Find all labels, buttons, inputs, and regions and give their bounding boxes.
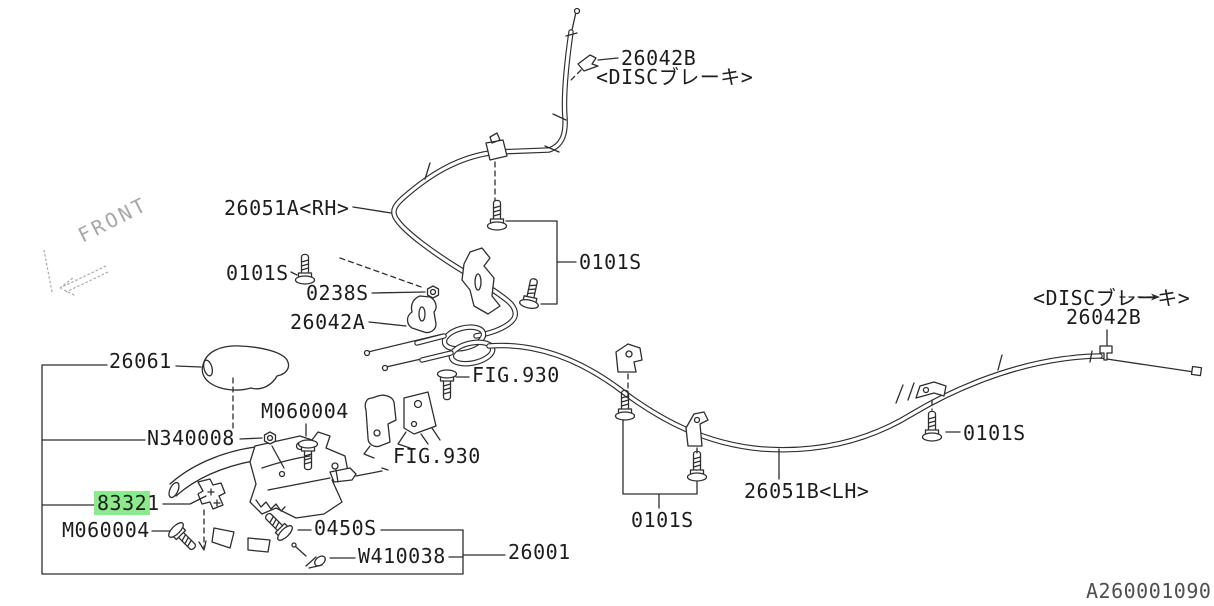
part-label-26042b-top[interactable]: 26042B: [621, 46, 697, 70]
fig-ref-upper[interactable]: FIG.930: [472, 363, 560, 387]
lh-cable: [486, 342, 1203, 453]
lever-26001: [168, 431, 389, 553]
part-note-disc-top: <DISCブレーキ>: [596, 65, 754, 89]
clamp-and-nut: [339, 257, 440, 334]
switch-83321: [41, 478, 226, 551]
cable-clip-right: [1099, 293, 1160, 361]
part-label-m060004-bottom[interactable]: M060004: [62, 518, 150, 542]
part-label-0238s[interactable]: 0238S: [306, 281, 369, 305]
part-label-n340008[interactable]: N340008: [147, 426, 235, 450]
part-label-0101s-a[interactable]: 0101S: [226, 261, 289, 285]
cable-clip-top: [569, 54, 619, 82]
equalizer-and-rods: [363, 324, 496, 372]
part-label-26001[interactable]: 26001: [508, 540, 571, 564]
part-label-83321-highlighted[interactable]: 83321: [94, 491, 162, 515]
part-label-26051a-rh[interactable]: 26051A<RH>: [224, 196, 350, 220]
part-label-26051b-lh[interactable]: 26051B<LH>: [744, 479, 870, 503]
rh-mount-bolts: [461, 161, 577, 315]
front-arrow-icon: [43, 249, 109, 297]
lever-fasteners: [41, 423, 464, 569]
part-label-w410038[interactable]: W410038: [358, 544, 446, 568]
fig-ref-lower[interactable]: FIG.930: [393, 444, 481, 468]
lever-assembly-box: [41, 364, 506, 575]
part-label-0101s-right[interactable]: 0101S: [963, 421, 1026, 445]
part-label-m060004-top[interactable]: M060004: [261, 399, 349, 423]
leader-lines: [290, 206, 392, 285]
part-label-0101s-bottom[interactable]: 0101S: [631, 508, 694, 532]
part-label-26042b-right[interactable]: 26042B: [1066, 305, 1142, 329]
rh-cable: [391, 7, 581, 339]
fig930-bracket-assembly: [363, 369, 470, 459]
part-label-26042a[interactable]: 26042A: [290, 310, 366, 334]
grip-26061: [175, 345, 290, 429]
part-label-26061[interactable]: 26061: [109, 349, 172, 373]
lh-mount-bolts: [614, 343, 961, 509]
part-note-disc-right: <DISCブレーキ>: [1033, 286, 1191, 310]
part-label-0450s[interactable]: 0450S: [314, 516, 377, 540]
drawing-number: A260001090: [1086, 579, 1212, 603]
part-label-0101s-b[interactable]: 0101S: [579, 250, 642, 274]
